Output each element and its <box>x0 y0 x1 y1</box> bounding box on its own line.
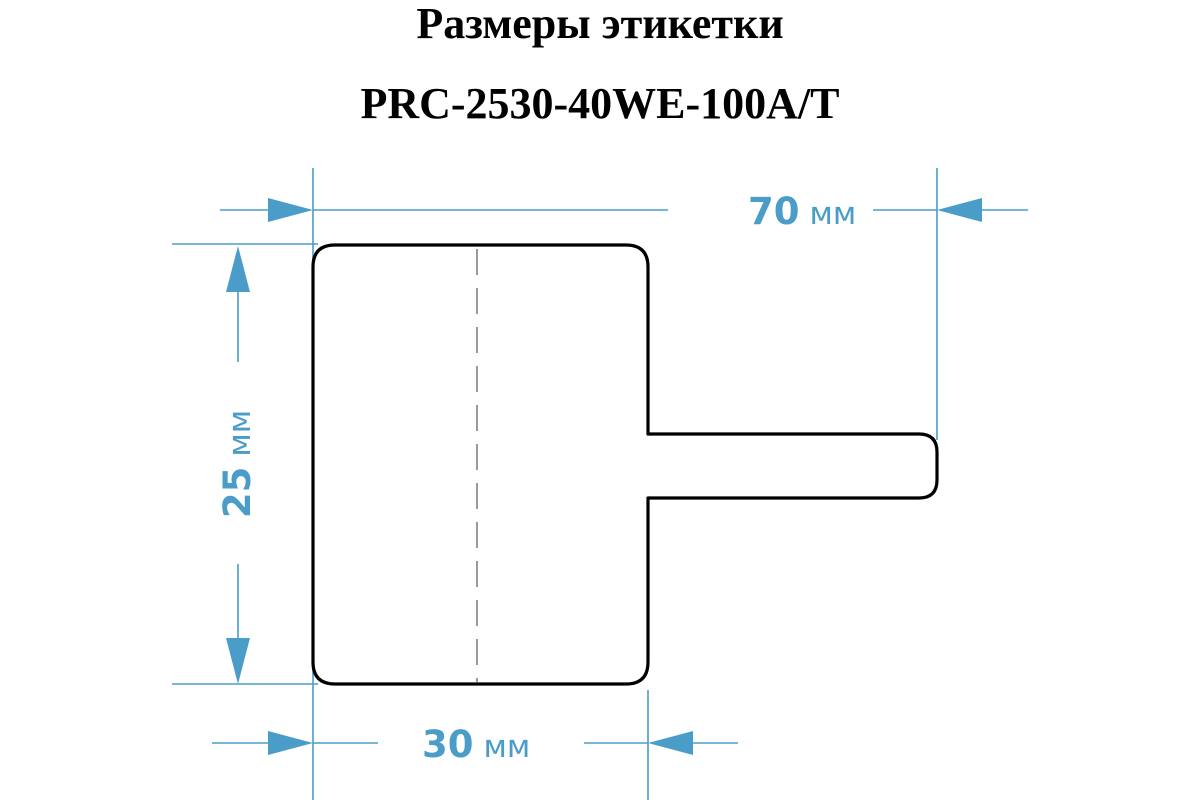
dimension-label-width-text: 30 мм <box>422 723 530 766</box>
product-code: PRC-2530-40WE-100A/T <box>360 79 840 128</box>
arrowhead-total-left <box>268 198 313 222</box>
dimension-height-text: 25 мм <box>216 410 259 518</box>
dimension-total-length-text: 70 мм <box>748 190 856 233</box>
dimension-label-width-unit: мм <box>484 729 531 765</box>
label-outline <box>311 243 939 686</box>
dimension-total-length-unit: мм <box>810 196 857 232</box>
arrowhead-total-right <box>937 198 982 222</box>
dimension-height <box>226 246 250 684</box>
dimension-total-length <box>220 198 1028 222</box>
diagram-title: Размеры этикетки <box>416 0 784 48</box>
dimension-label-width <box>212 731 738 755</box>
dimension-height-unit: мм <box>222 410 258 457</box>
extension-lines <box>172 168 938 800</box>
dimension-height-value: 25 <box>216 467 259 519</box>
arrowhead-height-bottom <box>226 638 250 684</box>
dimension-label-width-value: 30 <box>422 723 474 766</box>
arrowhead-height-top <box>226 246 250 292</box>
arrowhead-width-left <box>268 731 313 755</box>
arrowhead-width-right <box>648 731 693 755</box>
dimension-total-length-value: 70 <box>748 190 800 233</box>
